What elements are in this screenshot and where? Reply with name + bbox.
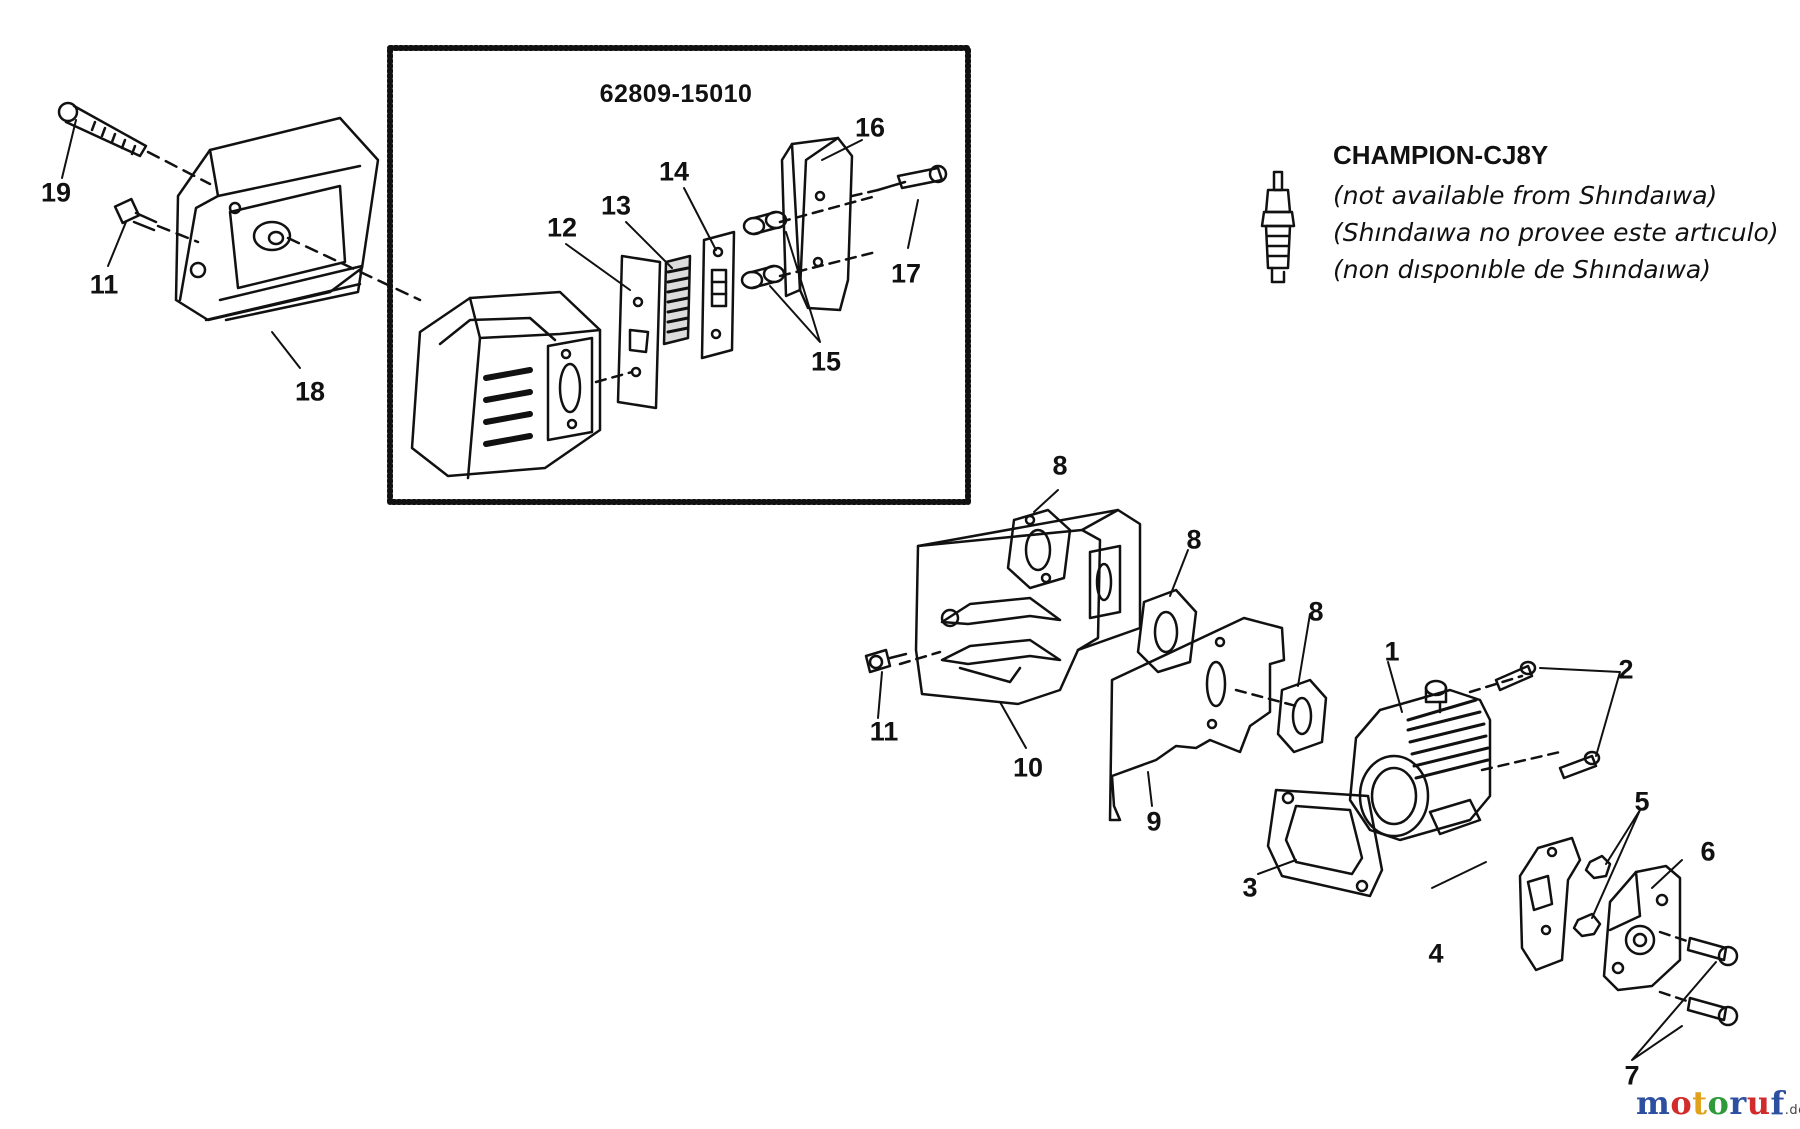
part-5-nuts [1572,854,1612,938]
part-6-intake-block [1602,864,1682,992]
callout-2: 2 [1618,654,1634,685]
part-12-gasket [594,254,662,410]
motoruf-watermark-logo: motoruf.de [1636,1084,1800,1122]
spark-plug-icon [1260,170,1296,284]
part-8-gasket-middle [1136,588,1198,674]
spark-plug-info: CHAMPION-CJ8Y (not available from Shında… [1333,140,1779,292]
callout-16: 16 [854,112,886,143]
callout-4: 4 [1428,938,1444,969]
callout-5: 5 [1634,786,1650,817]
callout-14: 14 [658,156,690,187]
callout-11-lower: 11 [869,716,899,747]
spark-plug-note-es: (Shındaıwa no provee este artıculo) [1333,218,1779,247]
part-10-heat-shield [898,508,1142,706]
part-8-gasket-lower [1276,678,1328,754]
part-13-screen [662,254,692,346]
spark-plug-note-en: (not available from Shındaıwa) [1333,181,1718,210]
part-4-gasket [1518,836,1582,972]
callout-1: 1 [1384,636,1400,667]
callout-18: 18 [294,376,326,407]
part-11-bolt-upper [113,197,200,244]
callout-10: 10 [1012,752,1044,783]
part-14-plate [700,230,736,360]
kit-frame [387,45,971,505]
kit-muffler-body [410,290,602,480]
callout-3: 3 [1242,872,1258,903]
callout-8-middle: 8 [1186,524,1202,555]
spark-plug-model: CHAMPION-CJ8Y [1333,140,1549,170]
part-19-screw [57,101,212,186]
part-18-muffler-cover [174,116,422,322]
callout-12: 12 [546,212,578,243]
callout-11-upper: 11 [89,269,119,300]
part-17-screw [850,164,948,198]
callout-8-lower: 8 [1308,596,1324,627]
callout-8-upper: 8 [1052,450,1068,481]
callout-6: 6 [1700,836,1716,867]
callout-13: 13 [600,190,632,221]
leader-lines [61,119,1717,1061]
part-7-bolts [1658,930,1739,1027]
part-2-bolts [1494,660,1601,780]
callout-17: 17 [890,258,922,289]
callout-7: 7 [1624,1060,1640,1091]
part-9-gasket-large [1108,616,1298,822]
part-16-shield [778,136,878,312]
part-8-gasket-upper [1006,508,1072,590]
part-1-cylinder [1348,674,1562,842]
part-3-base-gasket [1266,788,1384,898]
kit-part-number: 62809-15010 [599,80,753,108]
spark-plug-note-fr: (non dısponıble de Shındaıwa) [1333,255,1711,284]
callout-9: 9 [1146,806,1162,837]
part-11-bolt-lower [864,648,908,674]
callout-15: 15 [810,346,842,377]
callout-19: 19 [40,177,72,208]
